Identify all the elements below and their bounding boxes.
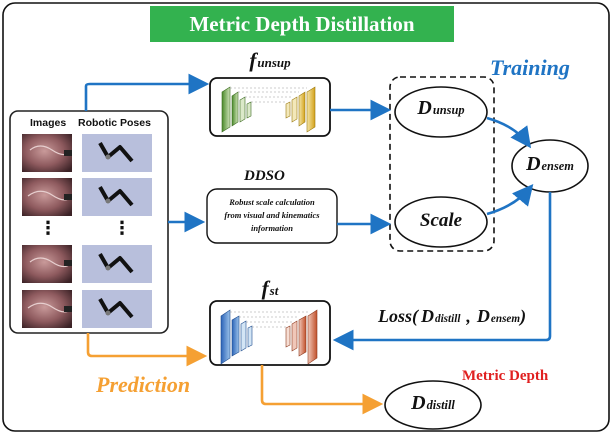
images-header: Images [30, 117, 67, 129]
d-unsup-node [394, 86, 488, 138]
ddso-desc-line-2: from visual and kinematics [224, 210, 320, 220]
images-ellipsis: ⋮ [39, 218, 57, 238]
title-banner [150, 6, 454, 42]
d-unsup-main: D [417, 97, 432, 119]
prediction-label: Prediction [96, 372, 191, 397]
f-st-main: f [261, 276, 269, 300]
ddso-description: Robust scale calculation from visual and… [212, 196, 332, 235]
arrow-f-st-to-d-distill [260, 365, 384, 415]
blue-arrows [84, 73, 552, 351]
d-ensem-main: D [526, 153, 541, 175]
ddso-desc-line-3: information [250, 223, 294, 233]
f-st-network-icon [220, 309, 318, 365]
scale-main: Scale [419, 210, 463, 231]
d-ensem-sub: ensem [541, 159, 574, 173]
robot-pose-1 [82, 134, 152, 172]
f-unsup-main: f [249, 48, 257, 72]
training-group-box [389, 76, 495, 252]
ddso-label: DDSO [244, 168, 285, 184]
loss-suffix: ) [520, 306, 527, 326]
f-unsup-sub: unsup [257, 55, 291, 70]
endoscopic-image-3 [22, 245, 72, 283]
robot-pose-4 [82, 290, 152, 328]
loss-a-sub: distill [435, 313, 461, 325]
loss-a-main: D [421, 306, 434, 326]
d-unsup-sub: unsup [432, 103, 465, 117]
metric-depth-label: Metric Depth [462, 368, 549, 384]
scale-node [394, 196, 488, 248]
orange-arrows [86, 333, 384, 415]
d-distill-main: D [411, 392, 426, 414]
scale-label: Scale [398, 210, 484, 232]
ddso-desc-line-1: Robust scale calculation [229, 197, 315, 207]
ddso-box [206, 188, 338, 244]
endoscopic-image-4 [22, 290, 72, 328]
robot-pose-3 [82, 245, 152, 283]
poses-ellipsis: ⋮ [113, 218, 131, 238]
title: Metric Depth Distillation [189, 11, 415, 36]
f-unsup-network-icon [221, 86, 316, 133]
arrow-d-ensem-to-f-st [332, 192, 552, 351]
training-label: Training [490, 55, 570, 80]
d-distill-sub: distill [426, 398, 455, 412]
arrow-input-to-f-st [86, 333, 208, 367]
f-st-sub: st [269, 283, 279, 298]
poses-header: Robotic Poses [78, 117, 151, 129]
loss-separator: , [466, 306, 471, 326]
endoscopic-image-2 [22, 178, 72, 216]
loss-b-sub: ensem [490, 313, 521, 325]
arrow-scale-to-d-ensem [486, 184, 534, 216]
robot-pose-2 [82, 178, 152, 216]
arrow-d-unsup-to-d-ensem [486, 116, 532, 149]
d-distill-node [384, 380, 482, 430]
loss-prefix: Loss( [378, 306, 418, 326]
endoscopic-image-1 [22, 134, 72, 172]
loss-b-main: D [476, 306, 490, 326]
arrow-input-to-f-unsup [84, 73, 210, 111]
